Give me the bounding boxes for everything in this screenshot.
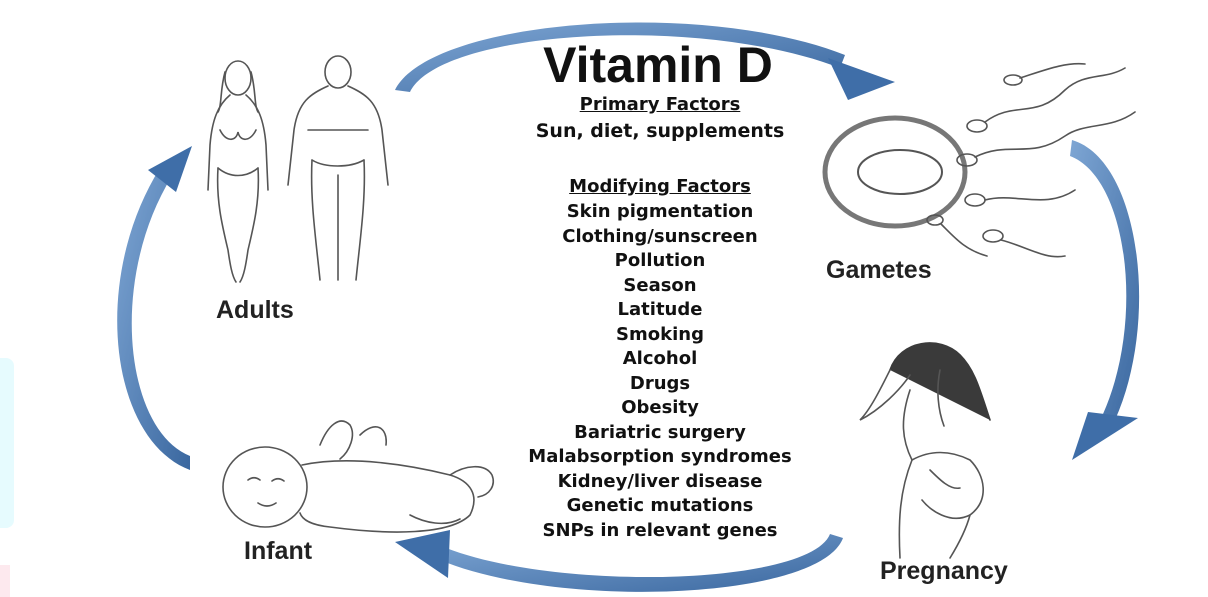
modifying-factor: Bariatric surgery (470, 421, 850, 446)
stage-label-adults: Adults (216, 296, 294, 325)
gametes-illustration (815, 60, 1145, 270)
stage-label-pregnancy: Pregnancy (880, 557, 1008, 586)
modifying-factor: Malabsorption syndromes (470, 445, 850, 470)
primary-factors-items: Sun, diet, supplements (470, 120, 850, 142)
modifying-factor: Latitude (470, 298, 850, 323)
egg-cell-nucleus (858, 150, 942, 194)
arrow-head-right (1072, 412, 1138, 460)
primary-factors-heading: Primary Factors (470, 94, 850, 115)
modifying-factor: Drugs (470, 372, 850, 397)
modifying-factor: Smoking (470, 323, 850, 348)
modifying-factor: Season (470, 274, 850, 299)
modifying-factor: SNPs in relevant genes (470, 519, 850, 544)
pregnancy-illustration (840, 330, 1010, 560)
modifying-factor: Clothing/sunscreen (470, 225, 850, 250)
modifying-factors-heading: Modifying Factors (470, 176, 850, 197)
modifying-factor: Genetic mutations (470, 494, 850, 519)
stage-label-gametes: Gametes (826, 256, 932, 285)
modifying-factor: Kidney/liver disease (470, 470, 850, 495)
modifying-factor: Skin pigmentation (470, 200, 850, 225)
diagram-title: Vitamin D (498, 36, 818, 94)
modifying-factor: Pollution (470, 249, 850, 274)
modifying-factors-list: Skin pigmentation Clothing/sunscreen Pol… (470, 200, 850, 543)
modifying-factor: Alcohol (470, 347, 850, 372)
infant-illustration (210, 415, 500, 545)
adults-illustration (190, 50, 410, 290)
arrow-infant-to-adults (117, 168, 190, 470)
stage-label-infant: Infant (244, 537, 312, 566)
modifying-factor: Obesity (470, 396, 850, 421)
